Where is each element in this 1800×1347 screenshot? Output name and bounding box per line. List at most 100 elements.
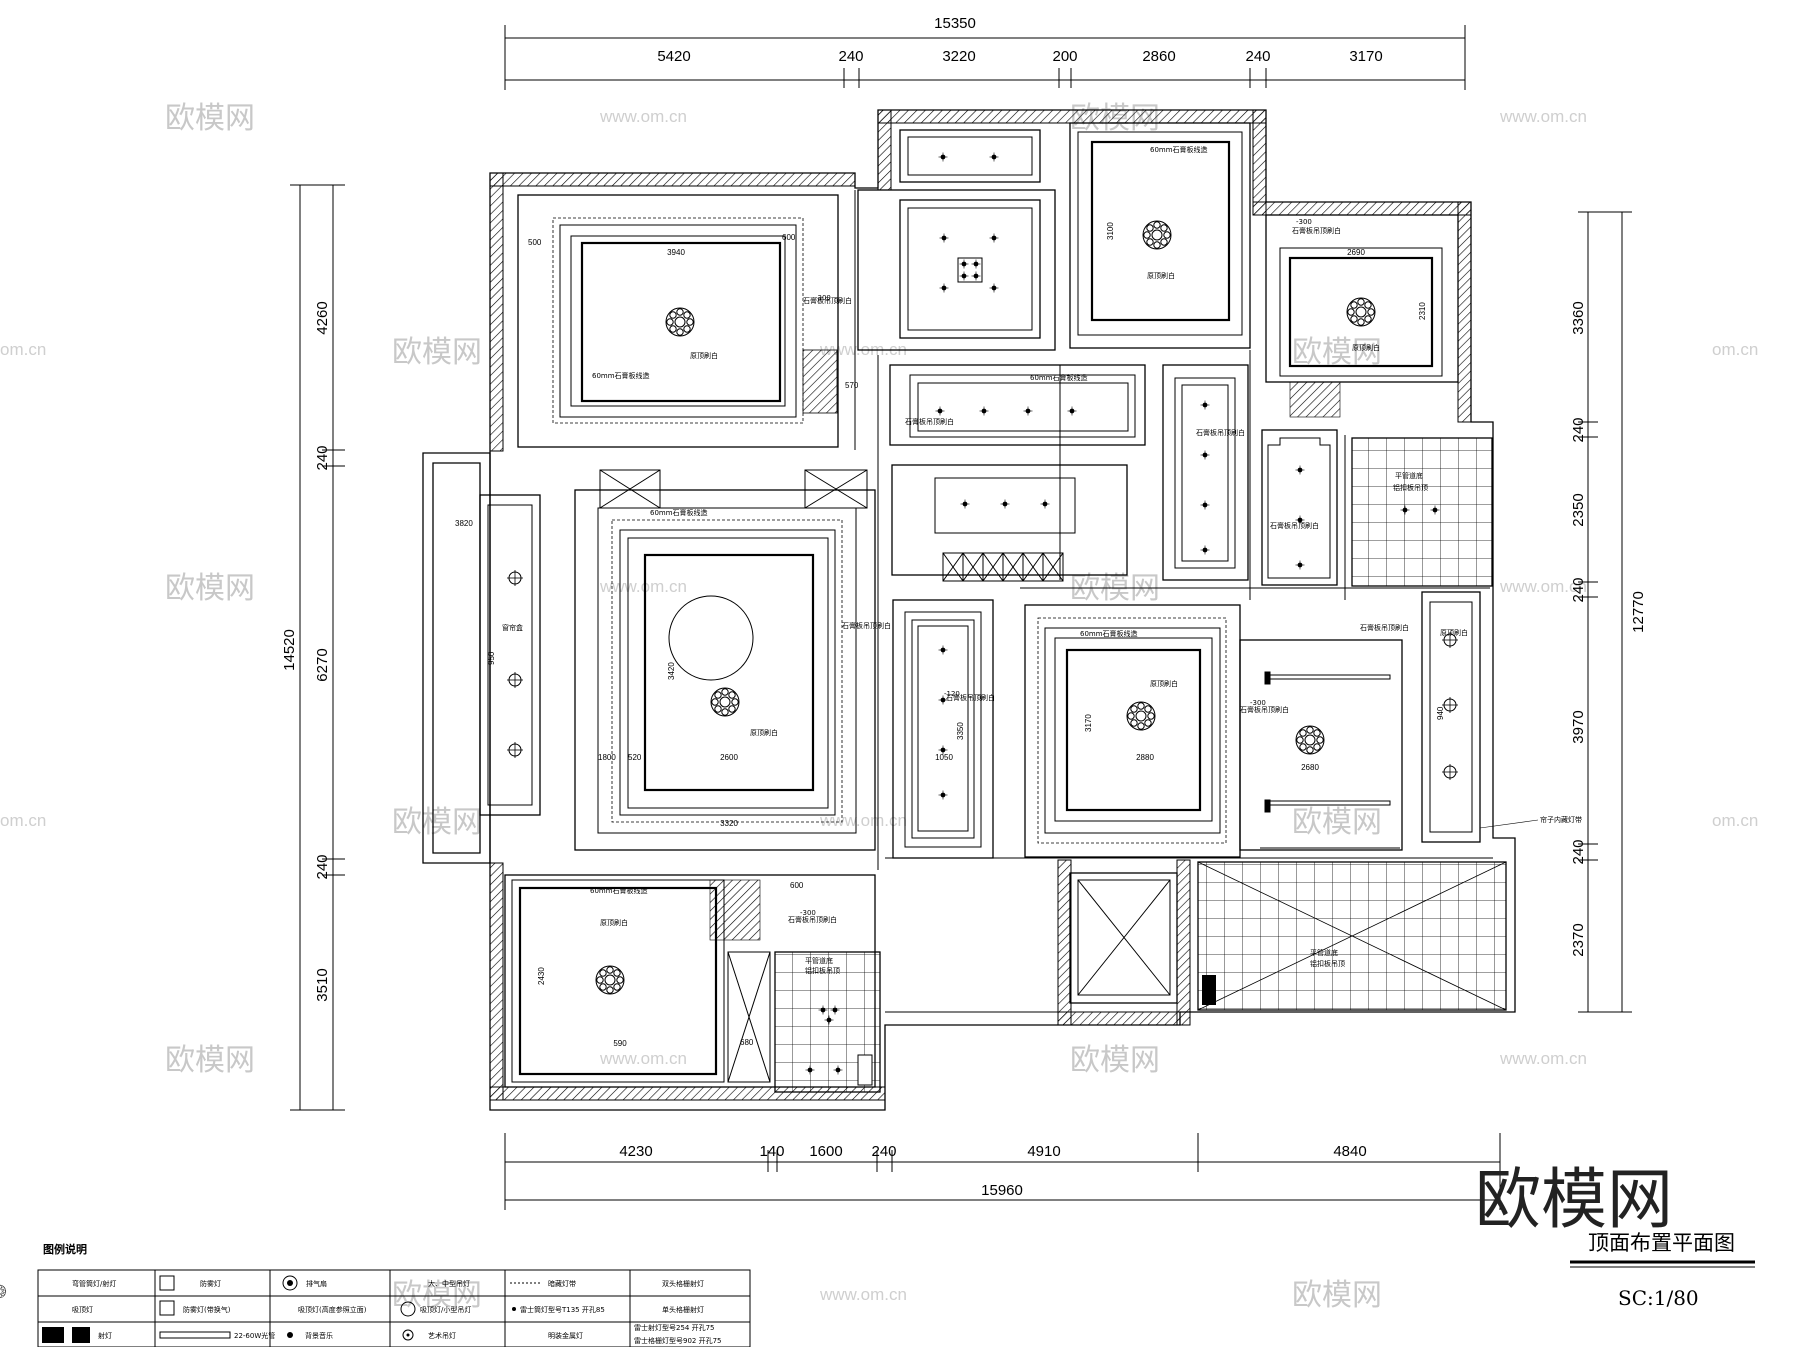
living-w: 2600 [720, 753, 738, 762]
room-corridor [889, 364, 1146, 582]
brand-logo: 欧模网 [1475, 1161, 1673, 1238]
room-hall-vertical [892, 599, 994, 859]
dim-top-4: 200 [1052, 48, 1077, 65]
dim-left-total: 14520 [281, 629, 298, 671]
room-master-label: 原顶刷白 [690, 351, 718, 360]
legend-1-1: 弯管筒灯/射灯 [72, 1279, 116, 1288]
kitchen-strip-d: 940 [1436, 706, 1445, 720]
watermark-url: om.cn [1712, 811, 1758, 830]
corridor3-ceiling: 石膏板吊顶刷白 [1270, 521, 1319, 530]
room-top-middle [857, 129, 1056, 351]
legend-title: 图例说明 [43, 1242, 87, 1256]
watermark-text: 欧模网 [165, 571, 255, 606]
dim-bottom-6: 4840 [1333, 1143, 1366, 1160]
dim-bottom-2: 140 [759, 1143, 784, 1160]
room-b2-d: 3100 [1106, 222, 1115, 240]
dimension-right [1578, 211, 1632, 1013]
watermark-text: 欧模网 [1292, 1278, 1382, 1313]
drawing-scale: SC:1/80 [1618, 1286, 1699, 1310]
watermark-text: 欧模网 [1070, 1043, 1160, 1078]
kitchen-strip-label: 原顶刷白 [1440, 628, 1468, 637]
watermark-text: 欧模网 [392, 805, 482, 840]
legend-2-4: 吸顶灯/小型吊灯 [420, 1305, 471, 1314]
legend-1-6: 双头格栅射灯 [662, 1279, 704, 1288]
b4-label: 原顶刷白 [600, 918, 628, 927]
living-line: 60mm石膏板线造 [650, 508, 708, 517]
hall-h: 3350 [956, 722, 965, 740]
watermark-text: 欧模网 [1292, 805, 1382, 840]
legend-3-7: 雷士格栅灯型号902 开孔75 [634, 1336, 722, 1345]
living-d1: 1800 [598, 753, 616, 762]
room-living [574, 469, 876, 851]
dim-right-1: 3360 [1570, 301, 1587, 334]
b4-d1: 600 [790, 881, 804, 890]
hall-ceiling: 石膏板吊顶刷白 [946, 693, 995, 702]
room-master-d3: 570 [845, 381, 859, 390]
dim-bottom-4: 240 [871, 1143, 896, 1160]
legend-1-5: 暗藏灯带 [548, 1279, 576, 1288]
legend-3-1: 射灯 [98, 1331, 112, 1340]
b4-d2: 680 [740, 1038, 754, 1047]
corridor-ceiling: 石膏板吊顶刷白 [905, 417, 954, 426]
room-master-line: 60mm石膏板线造 [592, 371, 650, 380]
curtain-label: 窗帘盒 [502, 623, 523, 632]
b4-ceiling: 石膏板吊顶刷白 [788, 915, 837, 924]
dim-top-1: 5420 [657, 48, 690, 65]
room-stair-shaft [1069, 872, 1178, 1004]
dim-top-total: 15350 [934, 15, 976, 32]
dim-top-2: 240 [838, 48, 863, 65]
kitchen-ceiling: 石膏板吊顶刷白 [1240, 705, 1289, 714]
legend-2-6: 单头格栅射灯 [662, 1305, 704, 1314]
watermark-url: om.cn [1712, 340, 1758, 359]
room-corridor-2 [1162, 364, 1338, 586]
dining-line: 60mm石膏板线造 [1080, 629, 1138, 638]
legend-3-4: 艺术吊灯 [428, 1331, 456, 1340]
dim-left-3: 6270 [314, 648, 331, 681]
kitchen-w: 2680 [1301, 763, 1319, 772]
legend-3-2: 22-60W光管 [234, 1331, 275, 1340]
dim-left-2: 240 [314, 445, 331, 470]
balcony-right [1197, 861, 1507, 1011]
room-b3-level: -300 [1296, 218, 1312, 226]
legend-3-5: 明装金属灯 [548, 1331, 583, 1340]
dim-right-4: 240 [1570, 577, 1587, 602]
watermark-text: 欧模网 [392, 335, 482, 370]
legend-1-4: 大、中型吊灯 [428, 1279, 470, 1288]
room-master-d1: 600 [782, 233, 796, 242]
dim-bottom-5: 4910 [1027, 1143, 1060, 1160]
watermark-url: www.om.cn [819, 1285, 907, 1304]
dim-bottom-1: 4230 [619, 1143, 652, 1160]
dimension-top [504, 25, 1466, 90]
drawing-title: 顶面布置平面图 [1588, 1231, 1735, 1255]
legend-2-2: 防雾灯(带换气) [183, 1305, 231, 1314]
dimension-left [290, 184, 345, 1111]
watermark-text: 欧模网 [1292, 335, 1382, 370]
legend-3-3: 背景音乐 [305, 1331, 333, 1340]
bath1-label-b: 铝扣板吊顶 [1393, 483, 1428, 492]
watermark-url: www.om.cn [1499, 107, 1587, 126]
room-b3-label: 原顶刷白 [1352, 343, 1380, 352]
bathroom-2 [774, 951, 881, 1093]
dim-left-1: 4260 [314, 301, 331, 334]
dim-right-5: 3970 [1570, 710, 1587, 743]
room-master-level: -300 [815, 294, 831, 302]
living-d2: 520 [628, 753, 642, 762]
dim-left-4: 240 [314, 854, 331, 879]
exterior-walls [489, 109, 1472, 1101]
legend-1-3: 排气扇 [306, 1279, 327, 1288]
curtain-light-label: 帘子内藏灯带 [1540, 815, 1582, 824]
legend-symbols [0, 1275, 540, 1343]
dim-right-2: 240 [1570, 417, 1587, 442]
dim-right-6: 240 [1570, 839, 1587, 864]
bath2-label-b: 铝扣板吊顶 [805, 966, 840, 975]
watermark-url: www.om.cn [599, 107, 687, 126]
legend-table [37, 1269, 751, 1347]
b4-h: 2430 [537, 967, 546, 985]
hall-level: -120 [944, 690, 960, 698]
watermark-text: 欧模网 [165, 101, 255, 136]
dim-right-3: 2350 [1570, 493, 1587, 526]
watermark-url: www.om.cn [599, 577, 687, 596]
watermark-url: www.om.cn [1499, 1049, 1587, 1068]
